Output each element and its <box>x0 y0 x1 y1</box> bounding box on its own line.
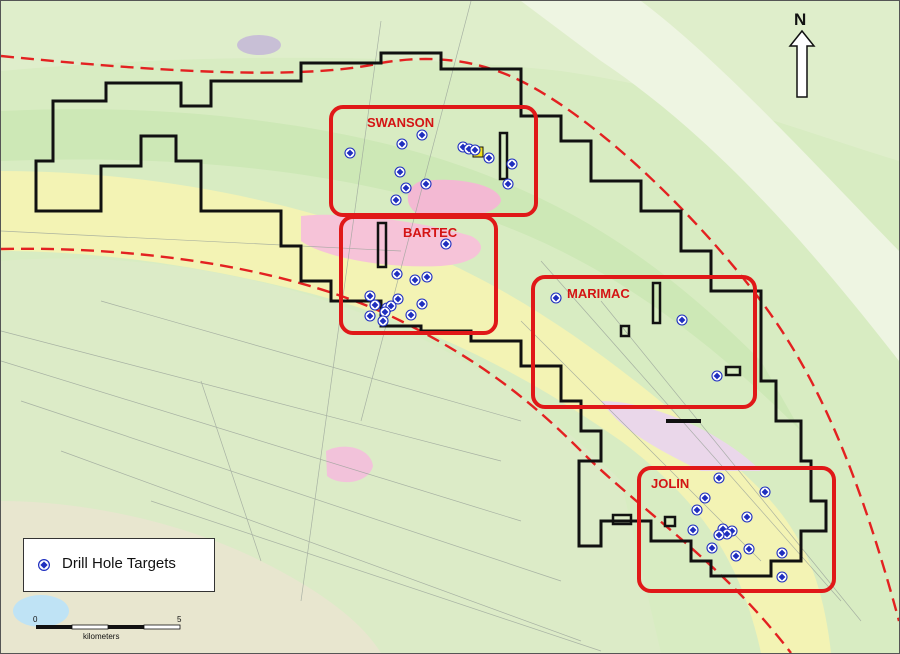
geology-unit-belt-yellow <box>1 171 831 653</box>
claim-boundary <box>34 51 828 578</box>
drill-hole-icon[interactable] <box>699 492 711 504</box>
drill-hole-icon[interactable] <box>391 268 403 280</box>
claim-inlier-bartec <box>376 221 388 269</box>
drill-hole-icon[interactable] <box>344 147 356 159</box>
geology-unit-pink-south <box>326 446 373 483</box>
scale-end-label: 5 <box>177 615 182 624</box>
geology-unit-river-band <box>521 1 899 361</box>
drill-hole-icon[interactable] <box>440 238 452 250</box>
target-label-bartec: BARTEC <box>403 225 458 240</box>
drill-hole-icon[interactable] <box>776 547 788 559</box>
scale-bar-seg-1 <box>36 625 72 629</box>
drill-hole-icon[interactable] <box>400 182 412 194</box>
claim-inlier-jolin-1 <box>611 513 633 526</box>
drill-hole-icon[interactable] <box>706 542 718 554</box>
geology-unit-pink-swanson <box>407 179 501 219</box>
scale-bar-seg-2 <box>71 624 109 630</box>
drill-hole-icon <box>38 559 50 571</box>
drill-hole-icon[interactable] <box>759 486 771 498</box>
drill-hole-icon[interactable] <box>713 472 725 484</box>
target-label-marimac: MARIMAC <box>567 286 630 301</box>
drill-hole-icon[interactable] <box>420 178 432 190</box>
drill-hole-icon[interactable] <box>377 315 389 327</box>
drill-hole-icon[interactable] <box>550 292 562 304</box>
drill-hole-icon[interactable] <box>390 194 402 206</box>
drill-hole-icon[interactable] <box>741 511 753 523</box>
scale-start-label: 0 <box>33 615 38 624</box>
north-arrow: N <box>788 10 816 98</box>
drill-hole-icon[interactable] <box>364 290 376 302</box>
fault-line-north <box>1 54 899 622</box>
drill-hole-icon[interactable] <box>469 144 481 156</box>
geology-unit-pink-bartec <box>301 214 481 267</box>
claim-inlier-marimac-2 <box>619 324 631 338</box>
drill-hole-icon[interactable] <box>416 298 428 310</box>
drill-hole-icon[interactable] <box>502 178 514 190</box>
drill-hole-icon[interactable] <box>396 138 408 150</box>
drill-hole-icon[interactable] <box>369 299 381 311</box>
drill-hole-icon[interactable] <box>687 524 699 536</box>
drill-hole-icon[interactable] <box>416 129 428 141</box>
drill-hole-icon[interactable] <box>405 309 417 321</box>
lineaments <box>1 1 862 652</box>
drill-hole-icon[interactable] <box>394 166 406 178</box>
target-box-marimac[interactable] <box>531 275 757 409</box>
scale-unit-label: kilometers <box>83 632 119 641</box>
claim-inlier-marimac-3 <box>724 365 742 377</box>
geology-unit-lilac-jolin <box>601 401 761 471</box>
legend: Drill Hole Targets <box>23 538 215 592</box>
drill-hole-icon[interactable] <box>506 158 518 170</box>
drill-hole-icon[interactable] <box>711 370 723 382</box>
geology-unit-blue-lake <box>13 595 69 627</box>
target-box-jolin[interactable] <box>637 466 836 593</box>
drill-hole-icon[interactable] <box>713 529 725 541</box>
drill-hole-icon[interactable] <box>676 314 688 326</box>
drill-hole-icon[interactable] <box>483 152 495 164</box>
drill-hole-icon[interactable] <box>691 504 703 516</box>
scale-bar-seg-3 <box>108 625 144 629</box>
drill-hole-icon[interactable] <box>379 306 391 318</box>
drill-hole-icon[interactable] <box>364 310 376 322</box>
drill-hole-icon[interactable] <box>421 271 433 283</box>
scale-bar: 0 5 kilometers <box>33 615 182 641</box>
drill-hole-icon[interactable] <box>730 550 742 562</box>
claim-inlier-jolin-2 <box>663 515 677 528</box>
scale-bar-seg-4 <box>143 624 181 630</box>
claim-inlier-marimac-1 <box>651 281 662 325</box>
north-arrow-icon <box>788 29 816 98</box>
geology-unit-grey <box>237 35 281 55</box>
target-label-jolin: JOLIN <box>651 476 689 491</box>
claim-inlier-swanson <box>498 131 509 181</box>
drill-hole-icon[interactable] <box>776 571 788 583</box>
target-label-swanson: SWANSON <box>367 115 434 130</box>
drill-holes <box>344 129 788 583</box>
drill-hole-icon[interactable] <box>743 543 755 555</box>
drill-hole-icon[interactable] <box>409 274 421 286</box>
legend-label: Drill Hole Targets <box>62 555 176 572</box>
drill-hole-icon[interactable] <box>392 293 404 305</box>
north-label: N <box>794 10 806 29</box>
target-box-bartec[interactable] <box>339 215 498 335</box>
